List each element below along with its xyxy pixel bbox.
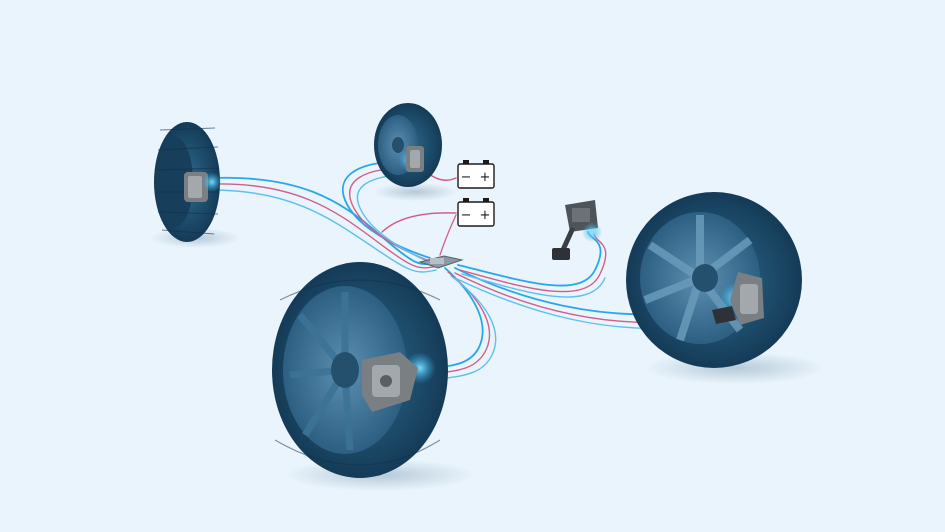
control-unit — [418, 255, 464, 269]
brake-caliper-rear-right — [398, 146, 424, 172]
wire-signal — [423, 275, 497, 383]
brake-caliper-front-right — [712, 272, 764, 325]
wire-signal — [461, 273, 606, 298]
wheel-rear-right — [374, 103, 442, 187]
wheel-shadow — [373, 183, 457, 201]
battery-minus-label: − — [461, 170, 472, 185]
wire-power — [459, 233, 607, 293]
battery-plus-label: + — [480, 208, 491, 223]
wire-power — [211, 183, 439, 269]
battery-lower: − + — [457, 198, 495, 227]
wire-signal — [211, 189, 437, 273]
hub — [331, 352, 359, 388]
brake-caliper-front-left — [362, 352, 436, 412]
wheel-front-left — [272, 262, 448, 478]
brake-pedal — [552, 200, 602, 260]
brake-caliper-rear-left — [184, 172, 222, 202]
wire-power — [439, 214, 457, 256]
battery-minus-label: − — [461, 208, 472, 223]
hub — [692, 264, 718, 292]
battery-upper: − + — [457, 160, 495, 189]
hub — [392, 137, 404, 153]
wheel-front-right — [626, 192, 802, 368]
battery-plus-label: + — [480, 170, 491, 185]
wire-signal — [457, 231, 602, 287]
wire-power — [381, 212, 457, 233]
tire-sidewall — [157, 137, 193, 227]
wire-signal — [356, 173, 435, 265]
